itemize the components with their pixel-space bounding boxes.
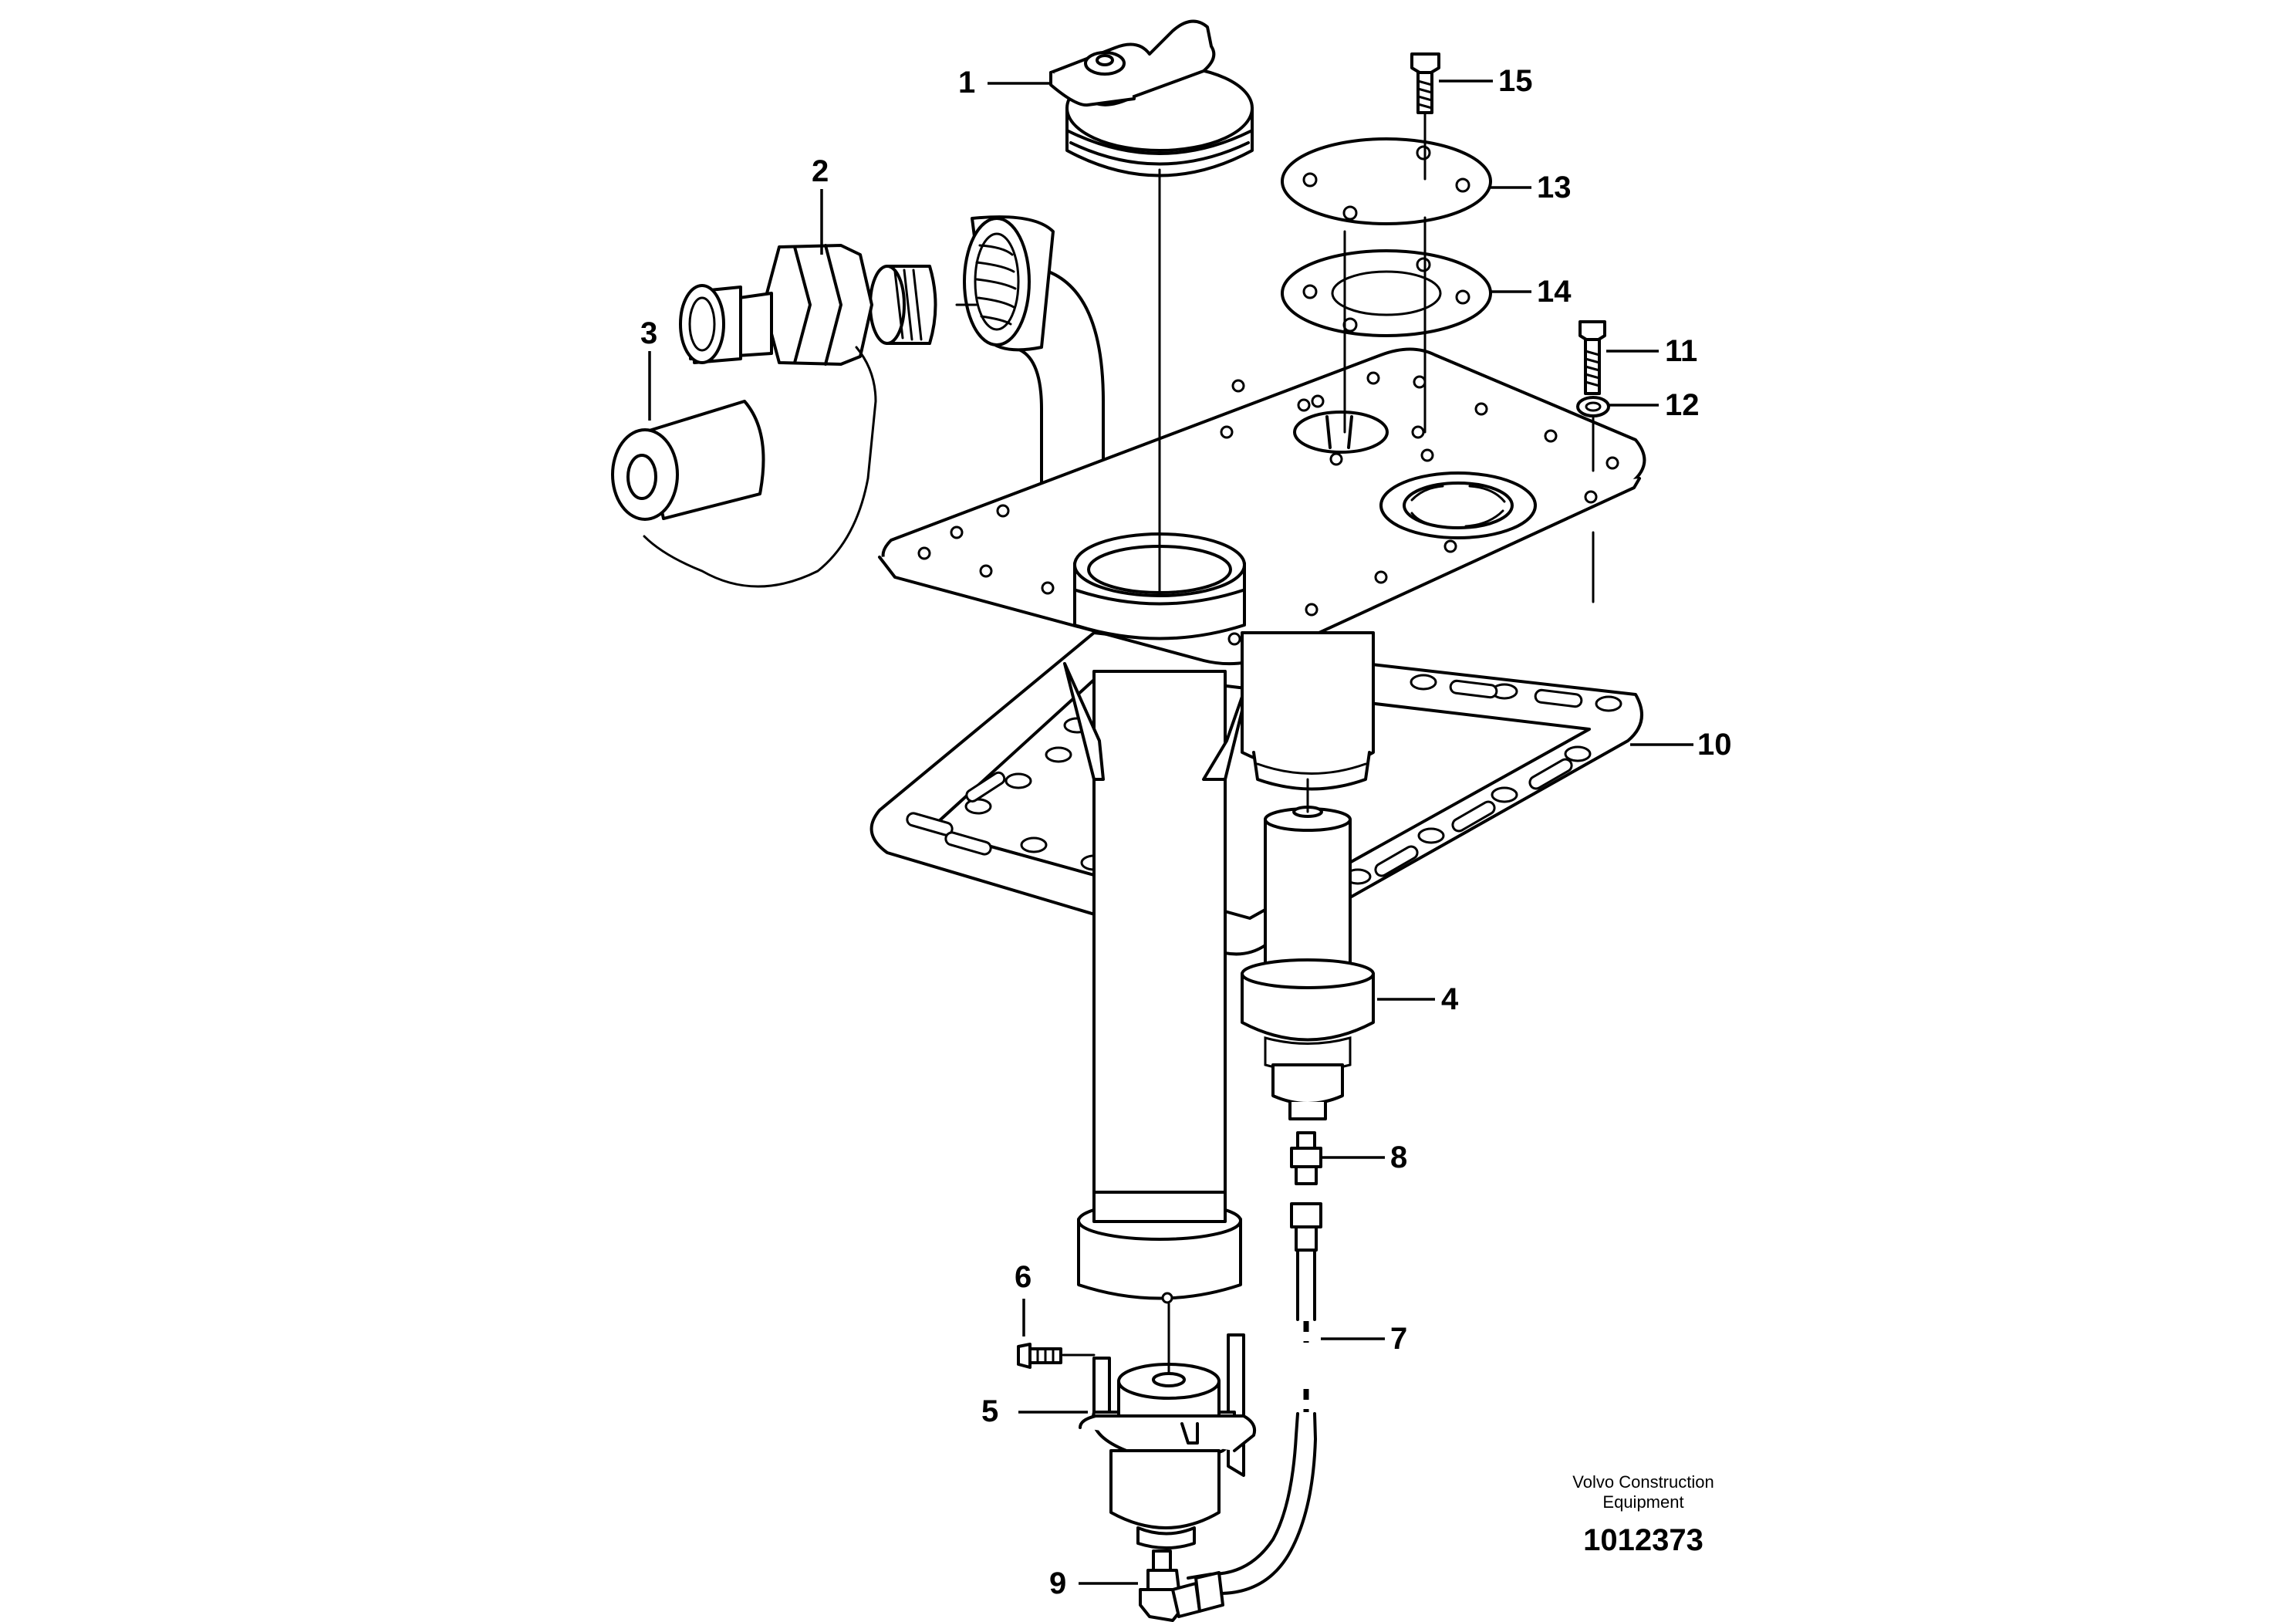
callout-4: 4 xyxy=(1441,982,1459,1016)
drawing-number: 1012373 xyxy=(1583,1523,1703,1557)
drawing-footer: Volvo Construction Equipment 1012373 xyxy=(1528,1472,1759,1558)
callout-6: 6 xyxy=(1015,1260,1032,1294)
elbow-9 xyxy=(1139,1549,1224,1622)
manufacturer-line-2: Equipment xyxy=(1602,1492,1684,1512)
callout-5: 5 xyxy=(981,1394,998,1428)
bolt-15 xyxy=(1410,52,1440,114)
adapter-8 xyxy=(1290,1131,1322,1185)
callout-10: 10 xyxy=(1697,728,1732,762)
leader-lines xyxy=(648,79,1693,1585)
bolt-11 xyxy=(1578,320,1606,395)
quick-coupling xyxy=(643,244,937,588)
callout-3: 3 xyxy=(640,316,657,350)
level-sender xyxy=(1241,631,1375,1120)
callout-labels: 1 2 3 4 5 6 7 8 9 10 11 12 13 14 15 xyxy=(640,64,1732,1600)
callout-12: 12 xyxy=(1665,388,1700,422)
dust-cap xyxy=(611,400,765,521)
callout-14: 14 xyxy=(1537,275,1572,309)
strainer-5 xyxy=(1079,1333,1257,1549)
filler-cap xyxy=(1049,19,1254,177)
callout-9: 9 xyxy=(1049,1566,1066,1600)
callout-7: 7 xyxy=(1390,1322,1407,1356)
screw-6 xyxy=(1017,1343,1062,1369)
manufacturer-line-1: Volvo Construction xyxy=(1572,1472,1714,1492)
hose-7 xyxy=(1187,1202,1322,1597)
tank-plate xyxy=(878,347,1646,666)
callout-11: 11 xyxy=(1665,334,1697,368)
callout-1: 1 xyxy=(958,66,975,100)
callout-15: 15 xyxy=(1498,64,1533,98)
callout-2: 2 xyxy=(812,154,829,188)
callout-8: 8 xyxy=(1390,1140,1407,1174)
callout-13: 13 xyxy=(1537,171,1572,204)
alignment-lines xyxy=(955,111,1595,1375)
gasket-ring xyxy=(1281,249,1492,337)
washer-12 xyxy=(1576,396,1610,417)
main-standpipe xyxy=(1063,662,1255,1304)
cover-plate xyxy=(1281,137,1492,225)
